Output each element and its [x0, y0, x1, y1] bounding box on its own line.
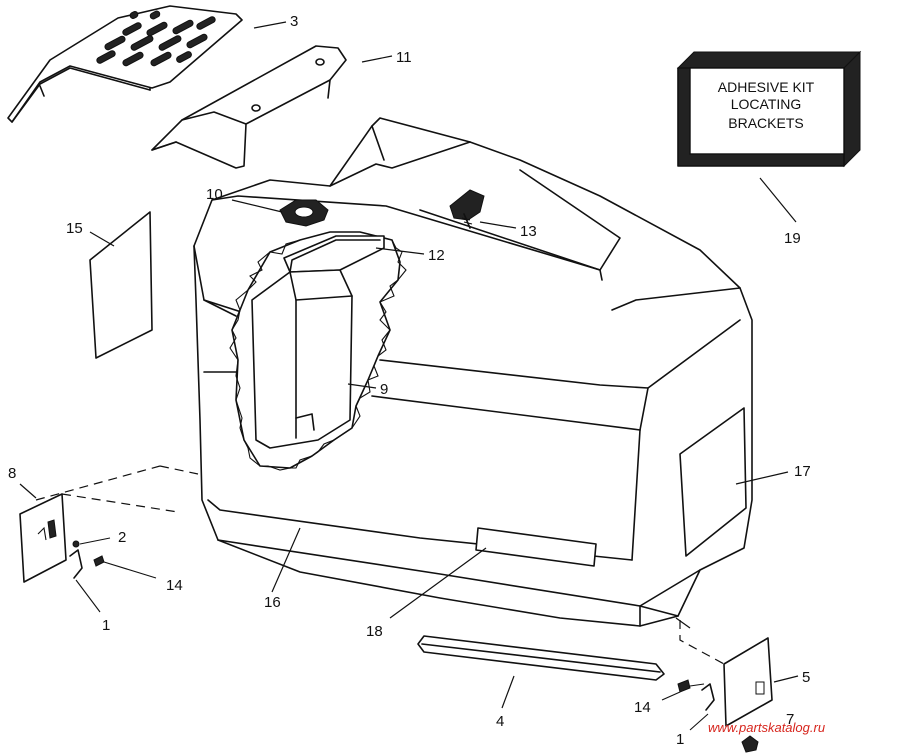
part-4-trim-strip[interactable] — [417, 635, 665, 681]
callout-14-right: 14 — [634, 699, 651, 716]
callout-14-left: 14 — [166, 577, 183, 594]
part-14-screw-left[interactable] — [93, 555, 157, 579]
callout-4: 4 — [496, 713, 504, 730]
adhesive-kit-line-3: BRACKETS — [728, 115, 803, 131]
callout-1-left: 1 — [102, 617, 110, 634]
callout-9: 9 — [380, 381, 388, 398]
watermark: www.partskatalog.ru — [708, 720, 825, 735]
part-1-clip-right[interactable] — [689, 683, 715, 731]
part-17-side-decal[interactable] — [679, 407, 747, 557]
callout-2: 2 — [118, 529, 126, 546]
part-10-fastener[interactable] — [279, 199, 329, 227]
part-11-bracket-plate[interactable] — [151, 45, 347, 169]
callout-19: 19 — [784, 230, 801, 247]
callout-3: 3 — [290, 13, 298, 30]
callout-8: 8 — [8, 465, 16, 482]
part-14-screw-right[interactable] — [661, 679, 705, 701]
part-18-front-decal[interactable] — [475, 527, 597, 567]
callout-12: 12 — [428, 247, 445, 264]
callout-7: 7 — [786, 711, 794, 728]
part-9-insulation-panel[interactable] — [251, 269, 353, 449]
part-3-grille-cover[interactable] — [7, 5, 243, 123]
callout-17: 17 — [794, 463, 811, 480]
adhesive-kit-box — [676, 50, 862, 168]
part-13-wing-screw[interactable] — [449, 189, 485, 229]
part-15-decal[interactable] — [89, 211, 153, 359]
part-5-latch-plate-right[interactable] — [723, 637, 773, 727]
callout-1-right: 1 — [676, 731, 684, 748]
callout-10: 10 — [206, 186, 223, 203]
callout-11: 11 — [396, 49, 412, 66]
callout-5: 5 — [802, 669, 810, 686]
callout-18: 18 — [366, 623, 383, 640]
part-2-pin-left[interactable] — [72, 537, 111, 548]
part-8-latch-plate-left[interactable] — [19, 493, 67, 583]
part-7-nut[interactable] — [741, 735, 759, 753]
callout-16: 16 — [264, 594, 281, 611]
callout-15: 15 — [66, 220, 83, 237]
callout-13: 13 — [520, 223, 537, 240]
part-1-clip-left[interactable] — [69, 549, 101, 613]
adhesive-kit-line-2: LOCATING — [731, 96, 802, 112]
adhesive-kit-line-1: ADHESIVE KIT — [718, 79, 815, 95]
